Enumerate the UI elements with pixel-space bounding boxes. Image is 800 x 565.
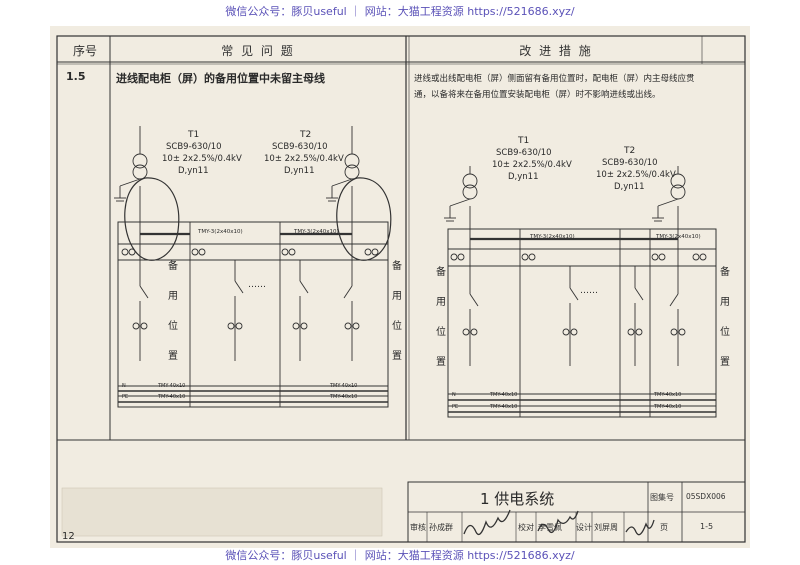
left-pe-busbar-2: TMY-40x10 <box>330 394 358 400</box>
drawing-frame <box>56 35 746 543</box>
left-spare-label-b: 备用位置 <box>392 261 402 362</box>
right-t2-model: SCB9-630/10 <box>602 158 658 168</box>
right-t1-ratio: 10± 2x2.5%/0.4kV <box>492 160 572 170</box>
right-ellipsis: …… <box>580 286 598 296</box>
left-t2-ratio: 10± 2x2.5%/0.4kV <box>264 154 344 164</box>
check-label: 校对 <box>518 523 534 532</box>
left-t2-model: SCB9-630/10 <box>272 142 328 152</box>
header-improve: 改 进 措 施 <box>519 44 593 58</box>
right-busbar-label-1: TMY-3(2x40x10) <box>530 234 575 240</box>
left-t2-name: T2 <box>300 130 312 140</box>
left-diagram <box>114 126 392 408</box>
right-pe-busbar: TMY-40x10 <box>490 404 518 410</box>
design-label: 设计 <box>576 523 592 532</box>
measure-line-1: 进线或出线配电柜（屏）侧面留有备用位置时，配电柜（屏）内主母线应贯 <box>414 74 695 84</box>
check-name: 李雪佩 <box>538 523 562 532</box>
review-label: 审核 <box>410 523 426 532</box>
right-pe-label: PE <box>452 404 459 410</box>
right-pe-busbar-2: TMY-40x10 <box>654 404 682 410</box>
right-spare-label-b: 备用位置 <box>720 267 730 368</box>
left-busbar-label-2: TMY-3(2x40x10) <box>294 229 339 235</box>
right-t2-name: T2 <box>624 146 636 156</box>
page-number-cell: 1-5 <box>700 522 714 531</box>
page-label: 页 <box>660 523 668 532</box>
right-t1-name: T1 <box>518 136 530 146</box>
left-t1-model: SCB9-630/10 <box>166 142 222 152</box>
design-name: 刘屏周 <box>594 523 618 532</box>
left-t1-ratio: 10± 2x2.5%/0.4kV <box>162 154 242 164</box>
left-pe-label: PE <box>122 394 129 400</box>
right-t1-model: SCB9-630/10 <box>496 148 552 158</box>
header-problem: 常 见 问 题 <box>221 44 295 58</box>
right-diagram <box>444 166 717 418</box>
signature-marks <box>463 509 655 536</box>
chapter-title: 1 供电系统 <box>480 490 555 508</box>
header-index: 序号 <box>72 44 97 58</box>
left-busbar-label-1: TMY-3(2x40x10) <box>198 229 243 235</box>
item-number: 1.5 <box>66 70 86 83</box>
watermark-top: 微信公众号：豚贝useful ｜ 网站：大猫工程资源 https://52168… <box>225 5 575 18</box>
measure-line-2: 通，以备将来在备用位置安装配电柜（屏）时不影响进线或出线。 <box>414 90 661 100</box>
right-busbar-label-2: TMY-3(2x40x10) <box>656 234 701 240</box>
item-title: 进线配电柜（屏）的备用位置中未留主母线 <box>116 72 325 85</box>
drawing-sheet: 序号 常 见 问 题 改 进 措 施 1.5 进线配电柜（屏）的备用位置中未留主… <box>50 26 750 548</box>
left-pe-busbar: TMY-40x10 <box>158 394 186 400</box>
right-spare-label-a: 备用位置 <box>436 267 446 368</box>
left-ellipsis: …… <box>248 280 266 290</box>
left-n-busbar: TMY-40x10 <box>158 383 186 389</box>
sheet-page-number: 12 <box>62 531 75 542</box>
right-t1-group: D,yn11 <box>508 172 539 182</box>
left-n-label: N <box>122 383 126 389</box>
left-n-busbar-2: TMY-40x10 <box>330 383 358 389</box>
review-name: 孙成群 <box>429 523 453 532</box>
right-t2-ratio: 10± 2x2.5%/0.4kV <box>596 170 676 180</box>
right-t2-group: D,yn11 <box>614 182 645 192</box>
right-n-busbar-2: TMY-40x10 <box>654 392 682 398</box>
right-n-busbar: TMY-40x10 <box>490 392 518 398</box>
left-spare-label-a: 备用位置 <box>168 261 178 362</box>
watermark-bottom: 微信公众号：豚贝useful ｜ 网站：大猫工程资源 https://52168… <box>225 549 575 562</box>
left-t2-group: D,yn11 <box>284 166 315 176</box>
left-t1-name: T1 <box>188 130 200 140</box>
left-t1-group: D,yn11 <box>178 166 209 176</box>
atlas-label: 图集号 <box>650 493 674 502</box>
atlas-number: 05SDX006 <box>686 492 726 501</box>
right-n-label: N <box>452 392 456 398</box>
